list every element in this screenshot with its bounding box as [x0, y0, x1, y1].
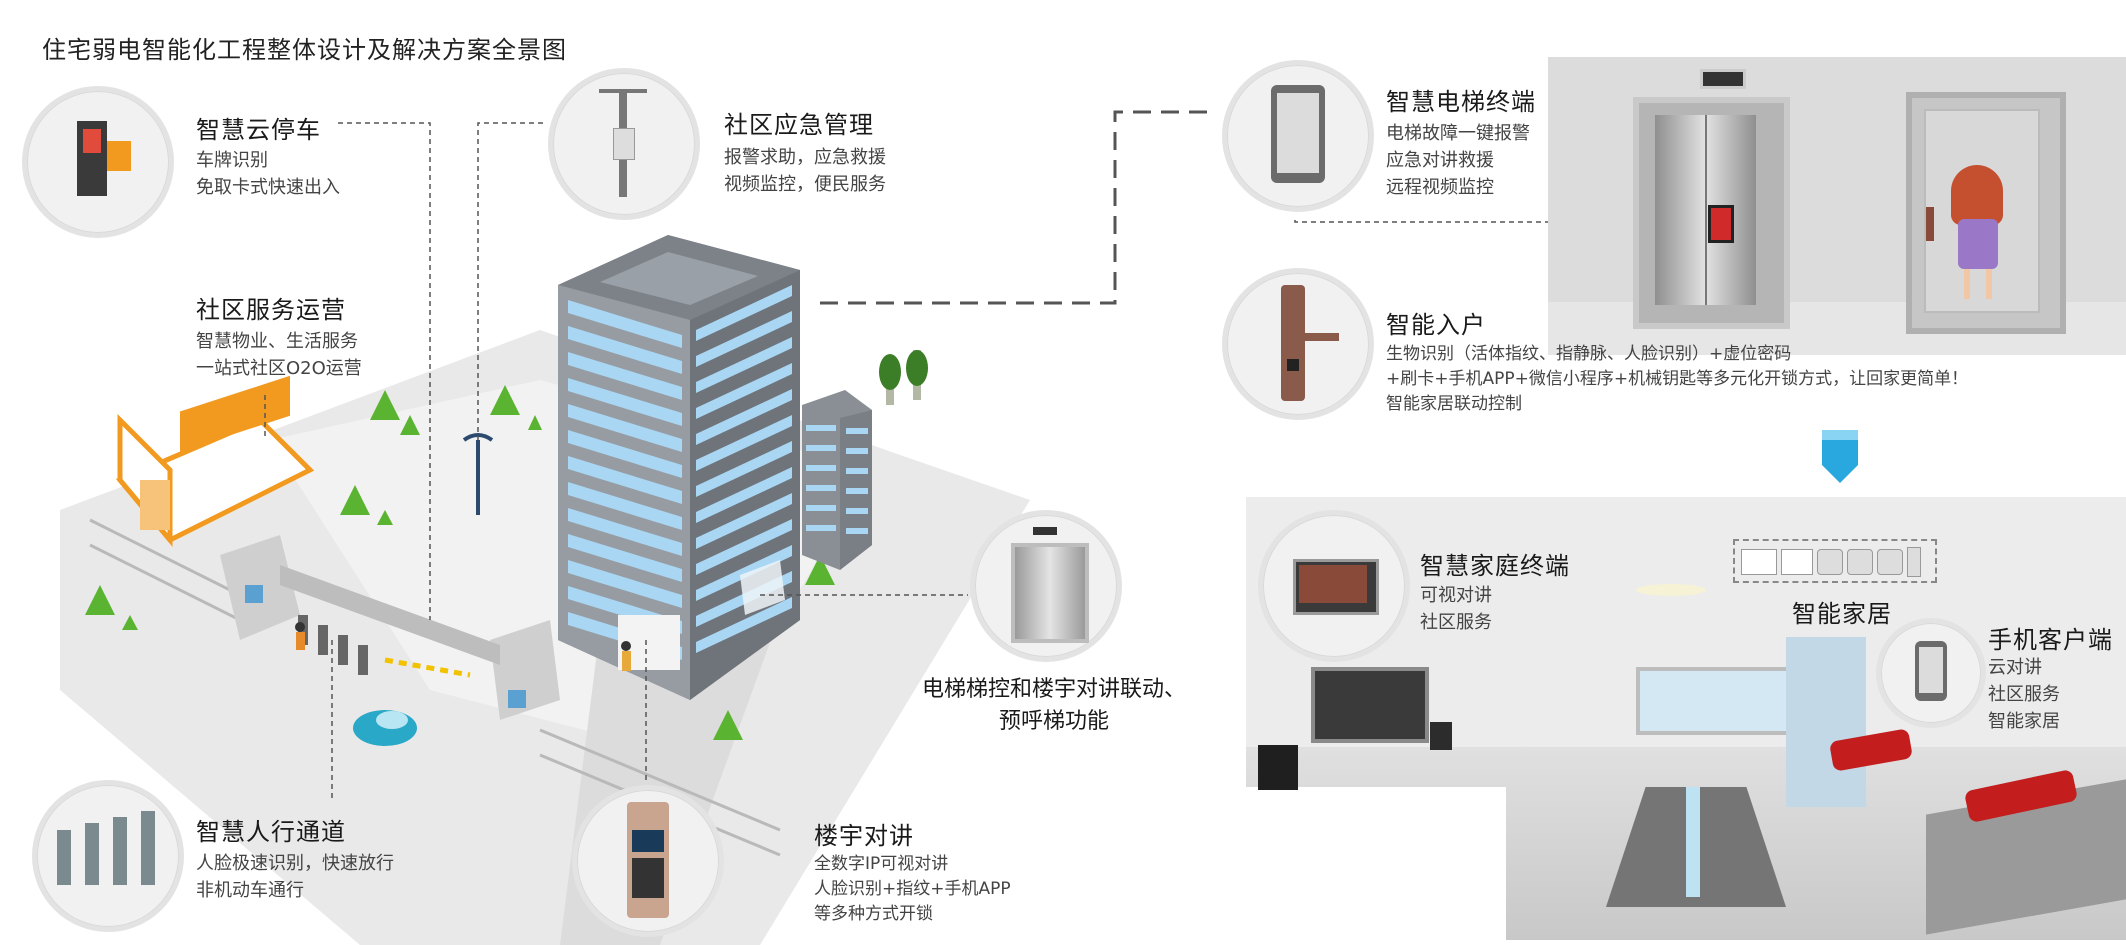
emergency-desc: 报警求助，应急救援 视频监控，便民服务: [724, 144, 886, 198]
emergency-line-1: 报警求助，应急救援: [724, 147, 886, 168]
parking-terminal-icon: [22, 86, 174, 238]
side-tower: [802, 390, 872, 570]
intercom-line-1: 全数字IP可视对讲: [814, 854, 949, 874]
service-line-2: 一站式社区O2O运营: [196, 358, 362, 379]
service-kiosk-illustration: [115, 375, 315, 547]
parking-line-1: 车牌识别: [196, 150, 268, 171]
trees: [85, 385, 835, 740]
home-terminal-desc: 可视对讲 社区服务: [1420, 582, 1492, 636]
service-line-1: 智慧物业、生活服务: [196, 331, 358, 352]
home-terminal-title: 智慧家庭终端: [1420, 552, 1570, 580]
elevator-link-line-2: 预呼梯功能: [999, 709, 1110, 734]
living-room-panel: [1246, 497, 2126, 940]
home-terminal-line-1: 可视对讲: [1420, 585, 1492, 606]
intercom-title: 楼宇对讲: [814, 822, 914, 850]
pedestrian-desc: 人脸极速识别，快速放行 非机动车通行: [196, 850, 394, 904]
tv-illustration: [1311, 667, 1429, 743]
intercom-line-2: 人脸识别+指纹+手机APP: [814, 879, 1011, 899]
pedestrian-title: 智慧人行通道: [196, 818, 346, 846]
elevator-link-line-1: 电梯梯控和楼宇对讲联动、: [922, 677, 1187, 702]
elevator-terminal-line-3: 远程视频监控: [1386, 177, 1494, 198]
walker-illustration: [295, 622, 305, 650]
smart-entry-title: 智能入户: [1386, 311, 1486, 339]
elevator-terminal-desc: 电梯故障一键报警 应急对讲救援 远程视频监控: [1386, 120, 1530, 201]
turnstile-icon: [32, 780, 184, 932]
smart-door-lock-icon: [1222, 268, 1374, 420]
intercom-desc: 全数字IP可视对讲 人脸识别+指纹+手机APP 等多种方式开锁: [814, 852, 1011, 927]
intercom-panel-icon: [572, 785, 724, 937]
pedestrian-line-1: 人脸极速识别，快速放行: [196, 853, 394, 874]
parking-title: 智慧云停车: [196, 116, 321, 144]
home-terminal-line-2: 社区服务: [1420, 612, 1492, 633]
car-illustration: [353, 710, 417, 746]
mobile-line-3: 智能家居: [1988, 711, 2060, 732]
girl-illustration: [1951, 165, 2003, 225]
window-illustration: [1636, 667, 1794, 735]
smart-entry-line-2: +刷卡+手机APP+微信小程序+机械钥匙等多元化开锁方式，让回家更简单！: [1386, 369, 1969, 389]
street-lamp: [462, 433, 494, 515]
emergency-pole-icon: [548, 68, 700, 220]
smart-home-title: 智能家居: [1792, 600, 1892, 628]
mobile-title: 手机客户端: [1988, 626, 2113, 654]
mobile-phone-icon: [1876, 618, 1986, 728]
emergency-title: 社区应急管理: [724, 111, 874, 139]
page-title: 住宅弱电智能化工程整体设计及解决方案全景图: [42, 36, 567, 64]
tablet-terminal-icon: [1222, 60, 1374, 212]
ceiling-light: [1636, 584, 1706, 596]
elevator-terminal-line-1: 电梯故障一键报警: [1386, 123, 1530, 144]
pedestrian-line-2: 非机动车通行: [196, 880, 304, 901]
emergency-line-2: 视频监控，便民服务: [724, 174, 886, 195]
speaker-illustration: [1258, 745, 1298, 790]
person-illustration: [621, 641, 631, 671]
tower-windows-left: [568, 300, 682, 660]
elevator-terminal-title: 智慧电梯终端: [1386, 88, 1536, 116]
smart-home-devices: [1733, 539, 1937, 583]
smart-entry-line-3: 智能家居联动控制: [1386, 394, 1522, 414]
elevator-door-panel: [1548, 57, 2126, 355]
smart-entry-line-1: 生物识别（活体指纹、指静脉、人脸识别）+虚位密码: [1386, 344, 1792, 364]
home-terminal-icon: [1258, 510, 1410, 662]
mobile-line-2: 社区服务: [1988, 684, 2060, 705]
smart-entry-desc: 生物识别（活体指纹、指静脉、人脸识别）+虚位密码 +刷卡+手机APP+微信小程序…: [1386, 342, 1968, 417]
parking-desc: 车牌识别 免取卡式快速出入: [196, 147, 340, 201]
elevator-terminal-screen: [1708, 205, 1734, 243]
intercom-line-3: 等多种方式开锁: [814, 904, 933, 924]
elevator-icon: [970, 510, 1122, 662]
elevator-floor-display: [1700, 69, 1746, 89]
mobile-line-1: 云对讲: [1988, 657, 2042, 678]
parking-line-2: 免取卡式快速出入: [196, 177, 340, 198]
service-title: 社区服务运营: [196, 296, 346, 324]
service-desc: 智慧物业、生活服务 一站式社区O2O运营: [196, 328, 362, 382]
elevator-terminal-line-2: 应急对讲救援: [1386, 150, 1494, 171]
connector-line-elevator: [820, 110, 1210, 305]
mobile-desc: 云对讲 社区服务 智能家居: [1988, 654, 2060, 735]
tower-windows-right: [696, 285, 792, 653]
elevator-link-text: 电梯梯控和楼宇对讲联动、 预呼梯功能: [922, 674, 1186, 738]
